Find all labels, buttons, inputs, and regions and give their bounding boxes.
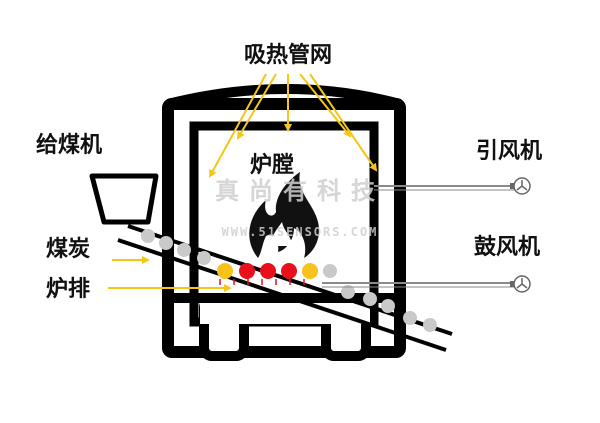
burning-coal-ball xyxy=(302,263,318,279)
ash-ball xyxy=(363,292,377,306)
arrow-heat-pipe-left xyxy=(209,73,267,178)
label-induced-draft-fan: 引风机 xyxy=(476,139,542,164)
burning-coal-ball xyxy=(239,263,255,279)
boiler-dome xyxy=(166,84,402,109)
label-heat-pipe-grid: 吸热管网 xyxy=(244,42,332,68)
ash-ball xyxy=(323,264,337,278)
boiler-outer-shell xyxy=(162,98,406,358)
coal-balls xyxy=(141,229,437,332)
grate-ticks xyxy=(219,279,305,285)
ash-ball xyxy=(381,299,395,313)
arrow-heat-pipe-right xyxy=(309,73,378,172)
ash-ball xyxy=(403,311,417,325)
boiler-base-fill xyxy=(200,300,370,324)
arrow-heat-pipe-right-inner xyxy=(299,73,352,138)
hopper-body xyxy=(89,173,159,225)
label-coal: 煤炭 xyxy=(46,236,90,262)
fan-icon xyxy=(510,275,531,293)
flame-icon xyxy=(249,172,320,258)
fan-icon xyxy=(510,177,531,195)
watermark-url: WWW.51SENSORS.COM xyxy=(222,225,379,239)
label-furnace-chamber: 炉膛 xyxy=(250,152,294,178)
label-grate: 炉排 xyxy=(46,277,90,302)
ash-ball xyxy=(341,285,355,299)
boiler-body xyxy=(162,84,406,361)
coal-ball xyxy=(177,243,191,257)
watermark-brand: 真尚有科技 xyxy=(215,177,385,205)
blower-duct xyxy=(322,282,516,288)
grate-belt-bottom xyxy=(117,238,447,352)
pointer-arrows xyxy=(108,73,378,292)
label-coal-feeder: 给煤机 xyxy=(36,132,102,158)
arrow-heat-pipe-left-inner xyxy=(236,73,277,140)
flame-inner xyxy=(271,222,292,246)
label-blower-fan: 鼓风机 xyxy=(474,235,540,260)
watermark: 真尚有科技 WWW.51SENSORS.COM xyxy=(215,177,385,239)
labels: 吸热管网 给煤机 炉膛 引风机 煤炭 鼓风机 炉排 xyxy=(36,42,542,302)
ash-ball xyxy=(423,318,437,332)
coal-feeder-hopper xyxy=(89,173,159,225)
burning-coal-ball xyxy=(217,263,233,279)
flame-shape xyxy=(249,172,320,258)
burning-coal-ball xyxy=(260,263,276,279)
burning-coal-ball xyxy=(281,263,297,279)
coal-ball xyxy=(159,236,173,250)
induced-draft-duct xyxy=(374,185,516,191)
coal-ball xyxy=(197,251,211,265)
coal-ball xyxy=(141,229,155,243)
